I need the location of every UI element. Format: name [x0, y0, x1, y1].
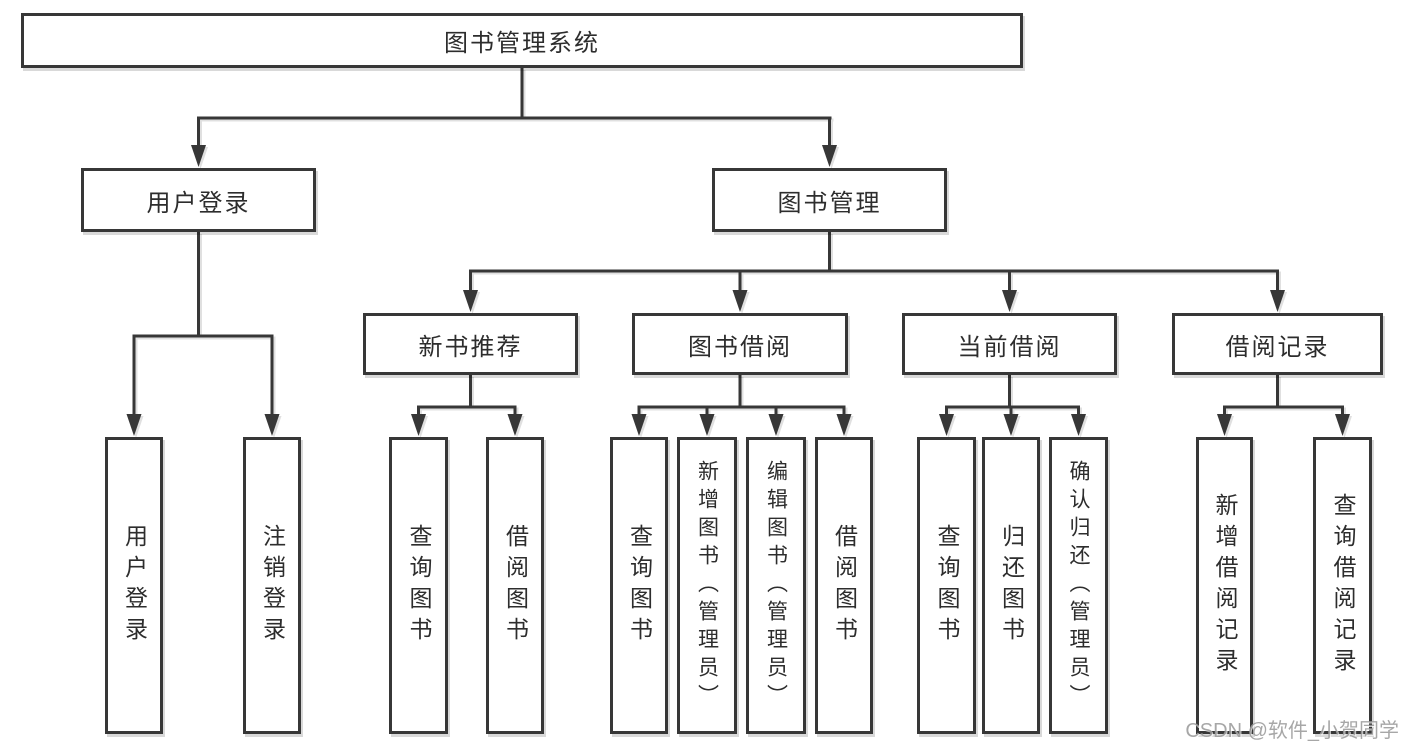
node-label: 当前借阅: [957, 333, 1062, 361]
leaf-borrow-books-borrowing: 借阅图书: [815, 437, 873, 734]
arrowhead: [732, 290, 748, 312]
node-new-book-recommendation: 新书推荐: [363, 313, 578, 375]
leaf-confirm-return-admin: 确认归还（管理员）: [1049, 437, 1108, 734]
node-label: 图书借阅: [688, 333, 792, 361]
leaf-query-books-recommend: 查询图书: [389, 437, 448, 734]
node-borrowing-records: 借阅记录: [1172, 313, 1383, 375]
leaf-label: 借阅图书: [831, 523, 858, 648]
leaf-label: 新增借阅记录: [1212, 492, 1238, 679]
node-label: 借阅记录: [1225, 333, 1330, 361]
arrowhead: [699, 414, 715, 436]
node-label: 用户登录: [146, 189, 251, 217]
leaf-label: 查询借阅记录: [1330, 492, 1356, 679]
arrowhead: [836, 414, 852, 436]
node-label: 新书推荐: [418, 333, 523, 361]
connector-borrowing-records-children: [1217, 375, 1350, 436]
leaf-logout: 注销登录: [243, 437, 301, 734]
arrowhead: [1071, 414, 1086, 436]
leaf-edit-book-admin: 编辑图书（管理员）: [746, 437, 806, 734]
arrowhead: [126, 414, 142, 436]
arrowhead: [1335, 414, 1350, 436]
leaf-label: 用户登录: [121, 523, 148, 648]
arrowhead: [507, 414, 523, 436]
leaf-query-books-borrowing: 查询图书: [610, 437, 668, 734]
leaf-label: 查询图书: [934, 523, 960, 648]
leaf-label: 确认归还（管理员）: [1067, 459, 1090, 712]
leaf-label: 新增图书（管理员）: [695, 459, 719, 712]
arrowhead: [191, 145, 206, 167]
arrowhead: [411, 414, 426, 436]
leaf-borrow-books-recommend: 借阅图书: [486, 437, 544, 734]
arrowhead: [264, 414, 280, 436]
connector-new-book-children: [411, 375, 523, 436]
connector-root-to-level2: [191, 68, 837, 167]
leaf-label: 借阅图书: [502, 523, 529, 648]
arrowhead: [939, 414, 954, 436]
arrowhead: [1002, 290, 1017, 312]
connector-book-management-children: [463, 232, 1285, 312]
leaf-label: 查询图书: [406, 523, 432, 648]
node-book-borrowing: 图书借阅: [632, 313, 848, 375]
leaf-label: 编辑图书（管理员）: [764, 459, 788, 712]
node-current-borrowing: 当前借阅: [902, 313, 1117, 375]
arrowhead: [1270, 290, 1285, 312]
node-label: 图书管理系统: [444, 30, 600, 57]
leaf-user-login: 用户登录: [105, 437, 163, 734]
leaf-query-books-current: 查询图书: [917, 437, 976, 734]
arrowhead: [631, 414, 647, 436]
arrowhead: [463, 290, 478, 312]
node-user-login: 用户登录: [81, 168, 316, 232]
leaf-label: 查询图书: [626, 523, 653, 648]
arrowhead: [822, 145, 837, 167]
leaf-add-book-admin: 新增图书（管理员）: [677, 437, 737, 734]
arrowhead: [768, 414, 784, 436]
leaf-return-books: 归还图书: [982, 437, 1040, 734]
arrowhead: [1003, 414, 1019, 436]
node-book-management: 图书管理: [712, 168, 947, 232]
watermark: CSDN @软件_小贺同学: [1185, 720, 1399, 742]
leaf-label: 归还图书: [998, 523, 1025, 648]
leaf-query-borrow-record: 查询借阅记录: [1313, 437, 1372, 734]
node-library-management-system: 图书管理系统: [21, 13, 1023, 68]
arrowhead: [1217, 414, 1232, 436]
leaf-label: 注销登录: [259, 523, 286, 648]
connector-user-login-children: [126, 232, 280, 436]
leaf-add-borrow-record: 新增借阅记录: [1196, 437, 1253, 734]
connector-book-borrowing-children: [631, 375, 852, 436]
connector-current-borrowing-children: [939, 375, 1086, 436]
node-label: 图书管理: [777, 189, 882, 217]
